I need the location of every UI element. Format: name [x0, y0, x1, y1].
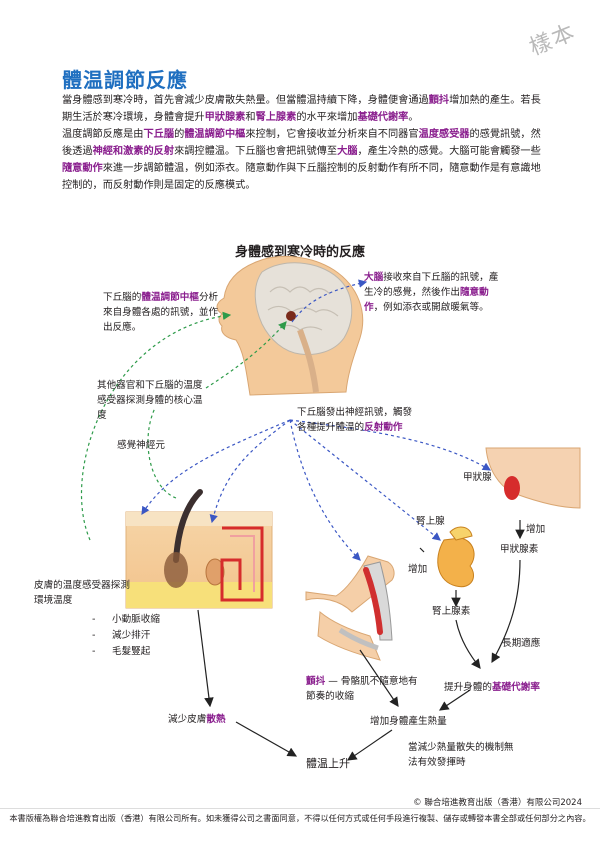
- sensory-neuron-label: 感覺神經元: [117, 440, 165, 451]
- temperature-rise-label: 體温上升: [306, 757, 350, 770]
- text-segment: 温度調節反應是由: [62, 129, 144, 140]
- highlight-term: 神經和激素的反射: [92, 146, 175, 157]
- text-segment: 下丘腦發出神經訊號，觸發各種提升體温的: [297, 407, 413, 433]
- text-segment: ，產生冷熱的感覺。大腦可能會觸發一些: [357, 146, 541, 157]
- long-term-adaptation-label: 長期適應: [502, 638, 541, 649]
- text-segment: 分析來自身體各處的訊號，並作出反應。: [103, 292, 219, 333]
- heat-production-label: 增加身體產生熱量: [370, 716, 447, 727]
- skin-responses-list: 小動脈收縮 減少排汗 毛髮豎起: [86, 612, 160, 660]
- text-segment: 來調控體温。下丘腦也會把訊號傳至: [174, 146, 338, 157]
- highlight-term: 隨意動作: [364, 287, 489, 313]
- highlight-term: 隨意動作: [62, 163, 103, 174]
- text-segment: ，例如添衣或開啟暖氣等。: [373, 302, 489, 313]
- highlight-term: 顫抖: [306, 676, 326, 687]
- highlight-term: 反射動作: [364, 422, 403, 433]
- text-segment: 減少皮膚: [168, 714, 207, 725]
- text-segment: 的感覺訊號，然後透過: [62, 129, 541, 157]
- thyroid-label: 甲狀腺: [463, 472, 492, 483]
- list-item: 小動脈收縮: [86, 612, 160, 628]
- thyroid-illustration: [485, 447, 581, 509]
- intro-paragraph-1: 當身體感到寒冷時，首先會減少皮膚散失熱量。但當體温持續下降，身體便會通過顫抖增加…: [62, 92, 542, 126]
- text-segment: 提升身體的: [444, 682, 492, 693]
- highlight-term: 顫抖: [428, 95, 450, 106]
- sensory-pathways: [80, 311, 287, 541]
- shiver-label: 顫抖 — 骨骼肌不隨意地有節奏的收縮: [306, 674, 426, 704]
- copyright: © 聯合培進教育出版（香港）有限公司2024: [413, 798, 582, 808]
- list-item: 減少排汗: [86, 628, 160, 644]
- text-segment: 增加熱的產生。若長期生活於寒冷環境，身體會提升: [62, 95, 541, 123]
- text-segment: 。: [408, 112, 419, 123]
- highlight-term: 散熱: [206, 714, 226, 725]
- text-segment: — 骨骼肌不隨意地有節奏的收縮: [306, 676, 418, 702]
- bmr-label: 提升身體的基礎代謝率: [444, 680, 540, 695]
- arm-illustration: [305, 555, 395, 661]
- adrenaline-label: 腎上腺素: [432, 606, 471, 617]
- failure-note-label: 當減少熱量散失的機制無法有效發揮時: [408, 742, 514, 768]
- adrenal-illustration: [437, 526, 475, 588]
- highlight-term: 基礎代謝率: [357, 112, 409, 123]
- text-segment: 和: [245, 112, 256, 123]
- reduce-heat-loss-label: 減少皮膚散熱: [168, 712, 226, 727]
- text-segment: 來控制，它會接收並分析來自不同器官: [245, 129, 419, 140]
- head-illustration: [216, 255, 364, 396]
- highlight-term: 大腦: [337, 146, 358, 157]
- text-segment: 當身體感到寒冷時，首先會減少皮膚散失熱量。但當體温持續下降，身體便會通過: [62, 95, 429, 106]
- highlight-term: 下丘腦: [143, 129, 175, 140]
- text-segment: 的水平來增加: [296, 112, 358, 123]
- text-segment: 下丘腦的: [103, 292, 142, 303]
- highlight-term: 體温調節中樞: [184, 129, 246, 140]
- highlight-term: 大腦: [364, 272, 384, 283]
- footer-divider: [0, 808, 600, 809]
- hypothalamus-label: 下丘腦的體温調節中樞分析來自身體各處的訊號，並作出反應。: [103, 290, 223, 335]
- flow-arrows: [197, 520, 525, 761]
- brain-label: 大腦接收來自下丘腦的訊號，產生冷的感覺，然後作出隨意動作，例如添衣或開啟暖氣等。: [364, 270, 504, 315]
- diagram-title: 身體感到寒冷時的反應: [234, 245, 365, 260]
- list-item: 毛髮豎起: [86, 644, 160, 660]
- adrenal-label: 腎上腺: [416, 516, 445, 527]
- highlight-term: 温度感受器: [418, 129, 470, 140]
- skin-receptors-label: 皮膚的温度感受器探測環境温度: [34, 580, 130, 606]
- skin-illustration: [125, 489, 273, 609]
- nerve-signal-label: 下丘腦發出神經訊號，觸發各種提升體温的反射動作: [297, 405, 421, 435]
- increase-adrenaline-label: 增加: [408, 564, 428, 575]
- highlight-term: 基礎代謝率: [491, 682, 540, 693]
- intro-paragraph-2: 温度調節反應是由下丘腦的體温調節中樞來控制，它會接收並分析來自不同器官温度感受器…: [62, 126, 542, 194]
- text-segment: 的: [174, 129, 185, 140]
- motor-pathways: [141, 279, 492, 561]
- highlight-term: 甲狀腺素: [204, 112, 246, 123]
- intro-text: 當身體感到寒冷時，首先會減少皮膚散失熱量。但當體温持續下降，身體便會通過顫抖增加…: [62, 92, 542, 194]
- thyroxine-label: 甲狀腺素: [500, 544, 539, 555]
- increase-thyroxine-label: 增加: [526, 524, 546, 535]
- highlight-term: 體温調節中樞: [141, 292, 199, 303]
- text-segment: 來進一步調節體温，例如添衣。隨意動作與下丘腦控制的反射動作有所不同，隨意動作是有…: [62, 163, 541, 191]
- copyright-notice: 本書版權為聯合培進教育出版（香港）有限公司所有。如未獲得公司之書面同意，不得以任…: [9, 813, 591, 823]
- internal-receptors-label: 其他器官和下丘腦的温度感受器探測身體的核心温度: [97, 380, 203, 421]
- text-segment: 接收來自下丘腦的訊號，產生冷的感覺，然後作出: [364, 272, 499, 298]
- highlight-term: 腎上腺素: [255, 112, 297, 123]
- page-title: 體温調節反應: [62, 68, 188, 92]
